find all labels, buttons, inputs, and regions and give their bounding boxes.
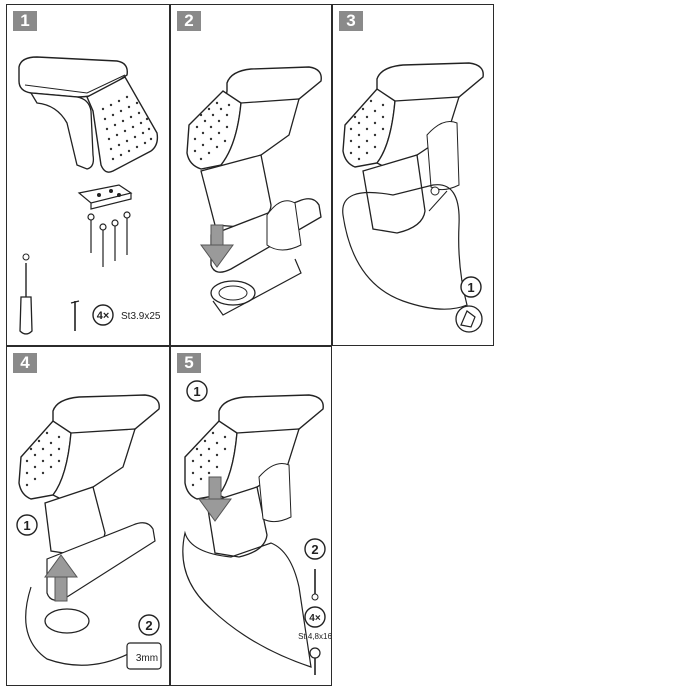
armrest-lid — [218, 394, 324, 436]
arrow-up-icon — [44, 554, 78, 602]
step-number-badge: 5 — [177, 353, 201, 373]
step-5-panel: 5 1 2 4× St 4,8x16 — [170, 346, 332, 686]
step-4-panel: 4 1 2 3mm — [6, 346, 170, 686]
screw-icon — [70, 300, 80, 331]
cup-holder — [44, 608, 90, 634]
armrest-body — [376, 96, 460, 168]
console-outline — [182, 530, 312, 668]
step-number-badge: 2 — [177, 11, 201, 31]
step-number-badge: 4 — [13, 353, 37, 373]
step-5-illustration: 1 2 4× St 4,8x16 — [182, 380, 332, 675]
callout-circle — [16, 514, 38, 536]
hand-icon — [455, 305, 483, 333]
callout-1: 1 — [23, 518, 30, 533]
armrest-base — [362, 154, 426, 234]
screw-spec: St3.9x25 — [121, 311, 161, 322]
console-outline — [342, 184, 468, 310]
screw-count: 4× — [309, 613, 321, 624]
step-3-illustration: 1 — [342, 62, 484, 333]
arrow-down-icon — [198, 476, 232, 522]
callout-1: 1 — [193, 384, 200, 399]
callout-2: 2 — [145, 618, 152, 633]
step-2-panel: 2 — [170, 4, 332, 346]
callout-circle — [186, 380, 208, 402]
callout-circle — [304, 538, 326, 560]
armrest-body — [219, 98, 300, 168]
step-2-illustration — [186, 66, 322, 316]
step-1-illustration: 4× St3.9x25 — [18, 56, 161, 335]
screw-icon — [309, 647, 321, 675]
measure-label: 3mm — [136, 653, 158, 664]
console — [46, 522, 156, 601]
console-outline — [25, 586, 148, 666]
callout-1: 1 — [467, 280, 474, 295]
armrest-lid — [226, 66, 322, 106]
step-number-badge: 3 — [339, 11, 363, 31]
arrow-down-icon — [200, 224, 234, 268]
mounting-bracket — [77, 184, 133, 204]
armrest-body — [29, 92, 95, 170]
step-number-badge: 1 — [13, 11, 37, 31]
pad-dots — [101, 95, 153, 161]
bracket-screws — [87, 211, 131, 267]
step-3-panel: 3 1 — [332, 4, 494, 346]
step-4-illustration: 1 2 3mm — [16, 394, 162, 670]
screw-count-circle — [92, 304, 114, 326]
armrest-lid — [52, 394, 160, 436]
armrest-body — [52, 428, 136, 500]
callout-2: 2 — [311, 542, 318, 557]
screw-count-circle — [304, 606, 326, 628]
callout-circle — [460, 276, 482, 298]
armrest-lid — [376, 62, 484, 104]
screw-count: 4× — [97, 310, 110, 322]
screw-icon — [311, 569, 319, 601]
dotted-pad — [86, 76, 159, 173]
step-1-panel: 1 — [6, 4, 170, 346]
screw-spec: St 4,8x16 — [298, 632, 332, 641]
screwdriver-icon — [19, 253, 33, 335]
callout-circle — [138, 614, 160, 636]
